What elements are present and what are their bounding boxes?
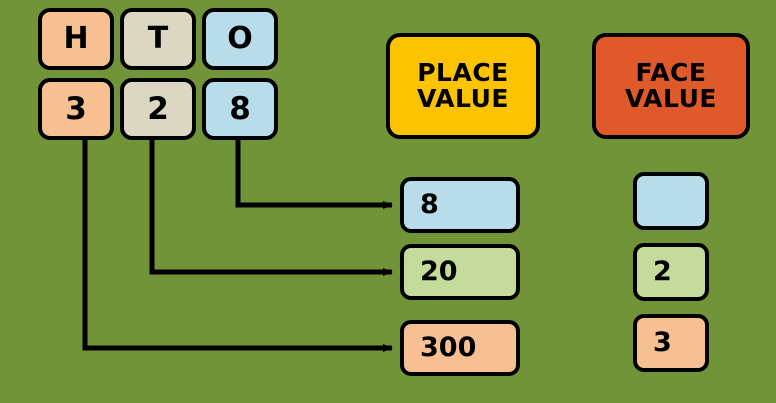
column-header-ones-label: O [227, 21, 253, 57]
face-value-box-hundreds-label: 3 [653, 326, 672, 358]
place-value-box-tens-label: 20 [420, 255, 458, 287]
digit-tile-tens[interactable]: 2 [120, 78, 196, 140]
place-value-box-ones-label: 8 [420, 188, 439, 220]
place-value-header-line2: VALUE [417, 84, 509, 113]
digit-tile-ones[interactable]: 8 [202, 78, 278, 140]
digit-tile-tens-label: 2 [147, 90, 169, 127]
connector-ones [235, 140, 393, 209]
face-value-box-tens-label: 2 [653, 255, 672, 287]
column-header-tens: T [120, 8, 196, 70]
face-value-header-line2: VALUE [625, 84, 717, 113]
place-value-box-ones[interactable]: 8 [400, 177, 520, 233]
column-header-hundreds-label: H [63, 21, 89, 57]
face-value-header: FACE VALUE [592, 33, 750, 139]
digit-tile-hundreds-label: 3 [65, 90, 87, 127]
place-value-header: PLACE VALUE [386, 33, 540, 139]
place-value-box-hundreds[interactable]: 300 [400, 320, 520, 376]
face-value-box-ones[interactable] [633, 172, 709, 230]
place-value-box-hundreds-label: 300 [420, 331, 477, 363]
place-value-header-line1: PLACE [417, 57, 509, 87]
face-value-box-hundreds[interactable]: 3 [633, 314, 709, 372]
column-header-tens-label: T [147, 21, 169, 57]
place-value-box-tens[interactable]: 20 [400, 244, 520, 300]
face-value-box-tens[interactable]: 2 [633, 243, 709, 301]
digit-tile-ones-label: 8 [229, 90, 251, 127]
column-header-ones: O [202, 8, 278, 70]
column-header-hundreds: H [38, 8, 114, 70]
face-value-header-line1: FACE [635, 57, 707, 87]
connector-tens [149, 140, 393, 276]
digit-tile-hundreds[interactable]: 3 [38, 78, 114, 140]
connector-hundreds [82, 140, 393, 352]
